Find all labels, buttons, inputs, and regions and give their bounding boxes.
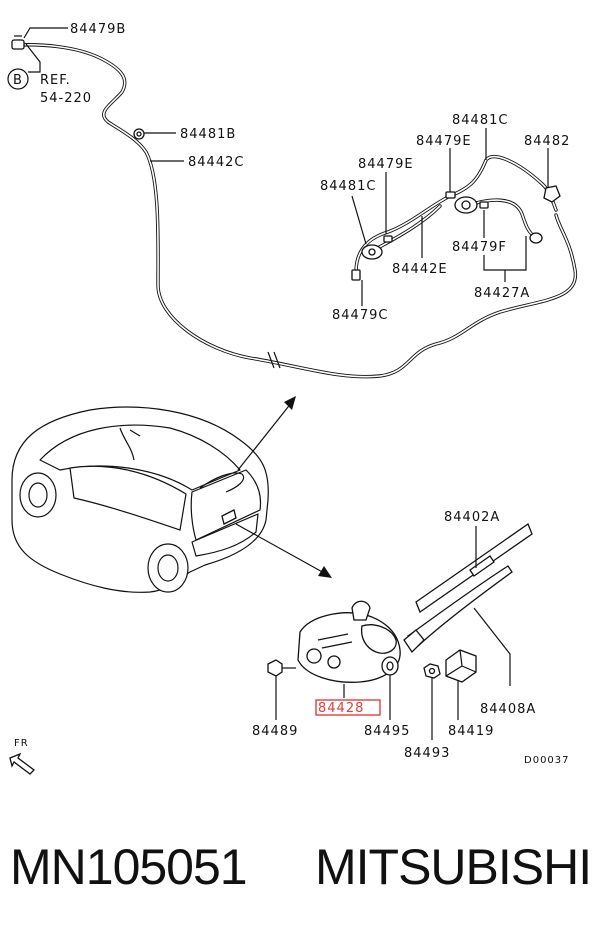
callout-84481C-top: 84481C (452, 113, 508, 128)
clip-84481B (133, 128, 145, 140)
cap-84419 (445, 649, 477, 683)
car-wiper-motor-location (221, 509, 237, 525)
reference-letter: B (13, 73, 23, 88)
callout-84479E-a: 84479E (416, 134, 472, 149)
callout-84479F: 84479F (452, 240, 507, 255)
reference-marker: B REF. 54-220 (7, 43, 92, 106)
hose-break-mark (267, 351, 281, 369)
clip-84481C-left (361, 244, 383, 260)
callout-84428: 84428 (318, 701, 364, 716)
direction-arrow-icon (9, 752, 35, 775)
detail-arrows (235, 396, 332, 578)
car-side-window (69, 465, 187, 531)
car-tailgate (191, 513, 259, 557)
nut-84493 (423, 663, 441, 679)
callout-84408A: 84408A (480, 702, 536, 717)
callout-84479B: 84479B (70, 22, 126, 37)
car-roof-hose (119, 427, 141, 461)
washer-hose-84442C (16, 43, 577, 379)
callout-84419: 84419 (448, 724, 494, 739)
bolt-84489 (267, 659, 296, 677)
callout-84489: 84489 (252, 724, 298, 739)
callout-84479E-b: 84479E (358, 157, 414, 172)
vehicle-outline (11, 406, 269, 593)
brand-name: MITSUBISHI (315, 839, 592, 895)
wiper-arm-84408A (403, 565, 513, 654)
joint-84479F (479, 201, 543, 244)
car-roof (39, 424, 241, 491)
reference-label: REF. (40, 73, 71, 88)
callout-84493: 84493 (404, 746, 450, 761)
clip-84481C-top (454, 196, 478, 214)
highlight-box-84428 (315, 699, 381, 716)
nozzle-84482 (543, 185, 561, 203)
hose-end-84479C (351, 269, 361, 281)
callout-84482: 84482 (524, 134, 570, 149)
callout-84427A: 84427A (474, 286, 530, 301)
callout-84442C: 84442C (188, 155, 244, 170)
wiper-blade-84402A (415, 522, 533, 614)
reference-circle (7, 68, 29, 90)
footer: MN105051 MITSUBISHI (0, 838, 600, 908)
callout-leaders-bottom (275, 526, 511, 740)
wiper-motor-84428 (297, 600, 401, 683)
car-rear-window (190, 469, 262, 541)
joint-84479E-b (383, 235, 393, 243)
grommet-84495 (381, 656, 399, 676)
callout-84402A: 84402A (444, 510, 500, 525)
part-number: MN105051 (10, 839, 248, 895)
callout-84442E: 84442E (392, 262, 448, 277)
callout-84495: 84495 (364, 724, 410, 739)
callout-84479C: 84479C (332, 308, 388, 323)
direction-label: FR (14, 738, 29, 749)
reference-page: 54-220 (40, 91, 92, 106)
callout-leaders-top (23, 27, 549, 306)
joint-84479E-a (445, 191, 456, 199)
callout-84481B: 84481B (180, 127, 236, 142)
front-direction-indicator: FR (9, 738, 35, 775)
hose-end-84479B (11, 35, 25, 50)
drawing-code: D00037 (524, 755, 570, 766)
callout-84481C-left: 84481C (320, 179, 376, 194)
